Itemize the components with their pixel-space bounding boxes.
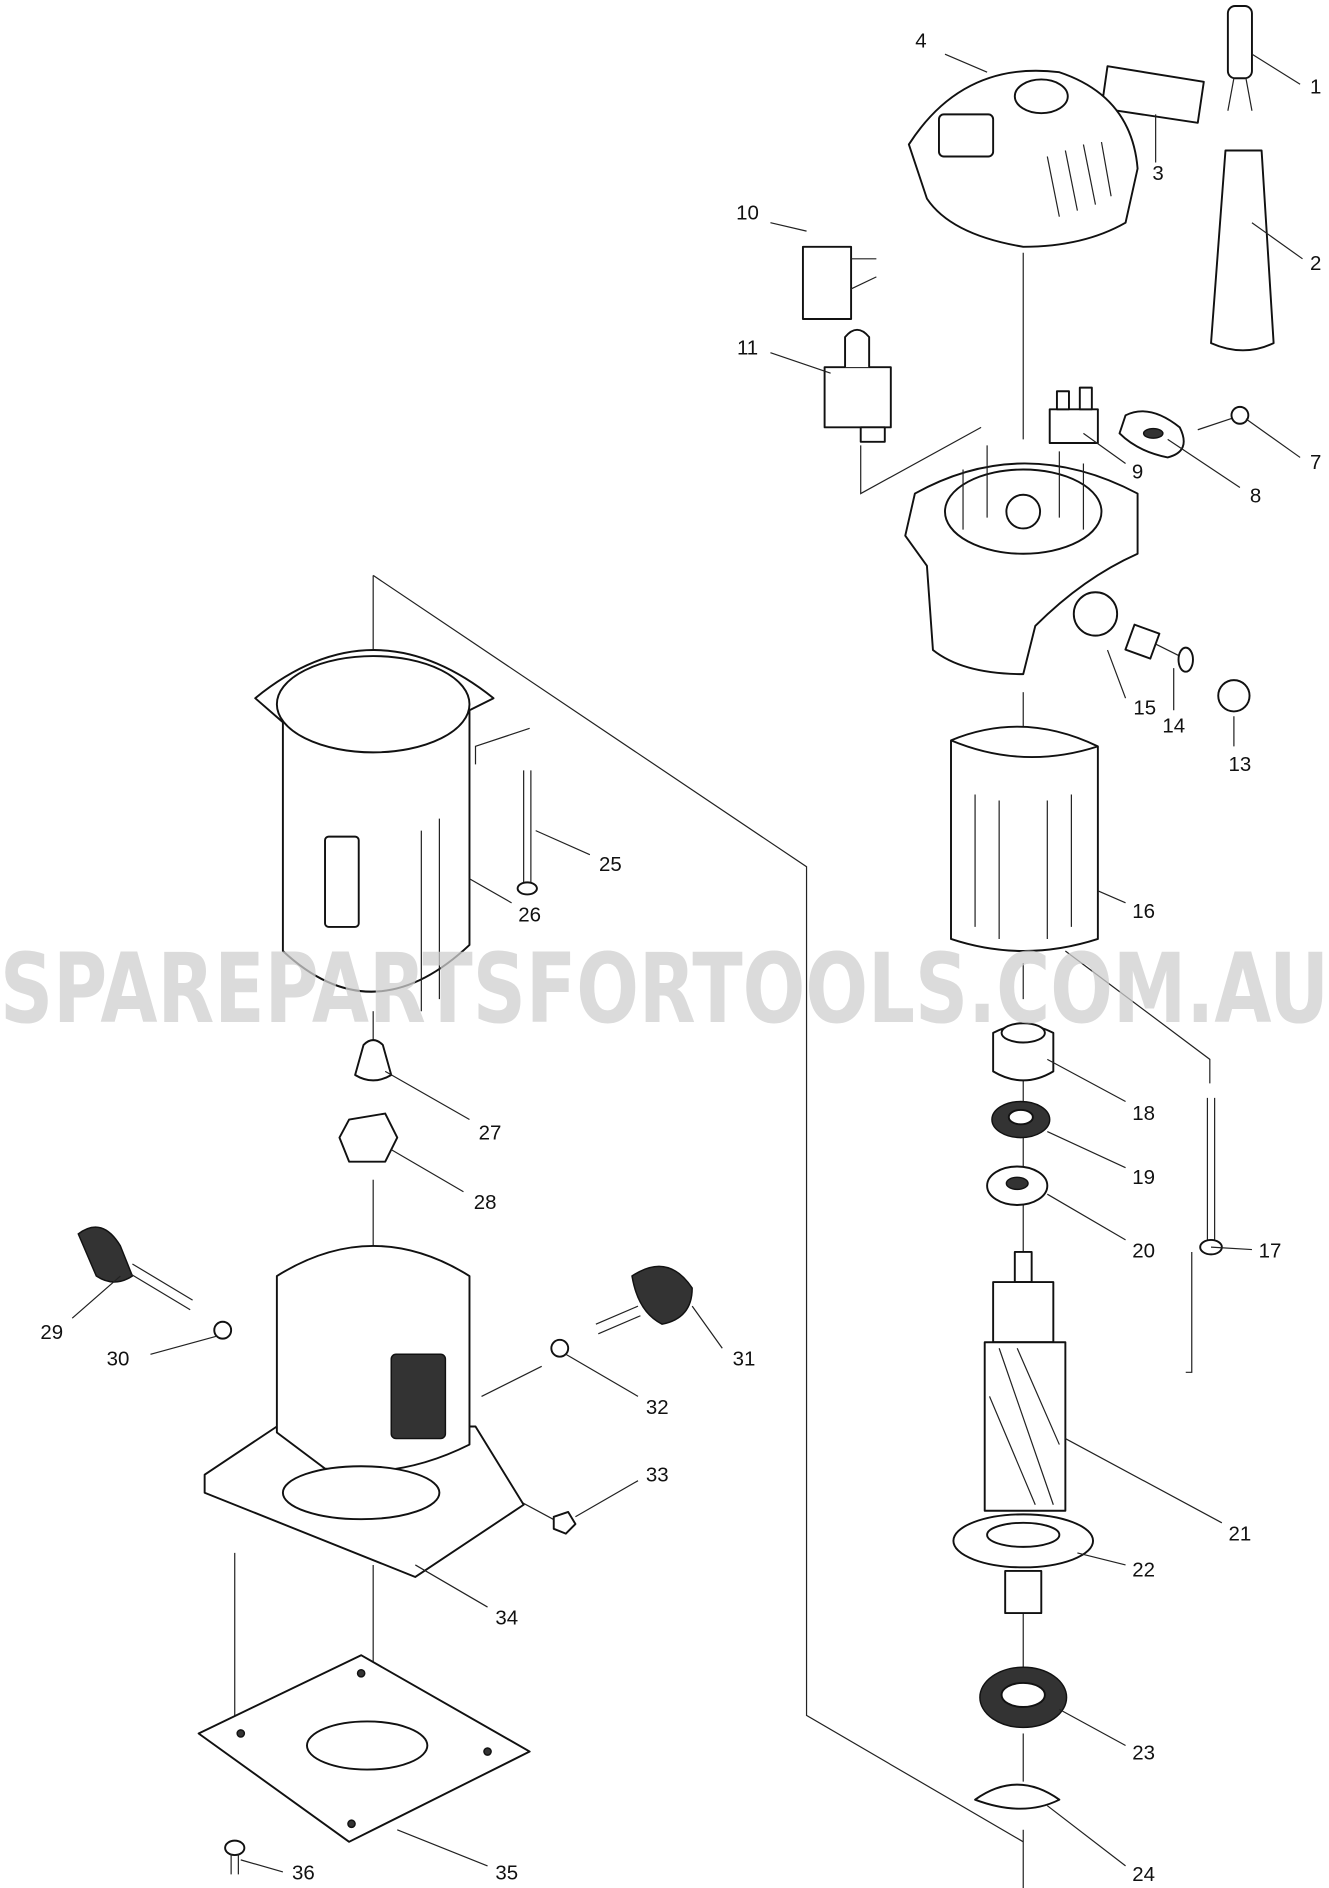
part-27-collet [354,1039,393,1082]
part-label-2[interactable]: 2 [1310,252,1321,275]
part-11-switch [823,328,892,443]
part-label-18[interactable]: 18 [1132,1102,1155,1125]
part-label-9[interactable]: 9 [1132,460,1143,483]
part-7-screw [1197,405,1250,431]
part-19-bearing [991,1100,1051,1139]
part-label-21[interactable]: 21 [1229,1522,1252,1545]
part-24-washer [974,1783,1061,1810]
part-29-knob [77,1226,193,1311]
part-label-10[interactable]: 10 [736,202,759,225]
part-label-33[interactable]: 33 [646,1463,669,1486]
part-22-fan [952,1513,1095,1569]
part-label-27[interactable]: 27 [479,1121,502,1144]
part-label-26[interactable]: 26 [518,903,541,926]
part-label-15[interactable]: 15 [1133,696,1156,719]
part-1-cord [1226,5,1253,111]
part-label-35[interactable]: 35 [495,1862,518,1885]
part-36-screw [224,1839,246,1875]
part-label-16[interactable]: 16 [1132,900,1155,923]
part-20-bearing-retainer [986,1165,1049,1206]
part-label-24[interactable]: 24 [1132,1863,1155,1886]
part-label-25[interactable]: 25 [599,853,622,876]
part-label-23[interactable]: 23 [1132,1741,1155,1764]
part-label-36[interactable]: 36 [292,1862,315,1885]
part-17-long-screw [1199,1097,1223,1256]
part-label-19[interactable]: 19 [1132,1166,1155,1189]
part-label-29[interactable]: 29 [40,1321,63,1344]
part-23-bearing [979,1666,1068,1729]
part-labels: 1 2 3 4 7 8 9 10 11 13 14 15 16 17 18 19… [40,30,1321,1886]
part-9-terminal [1048,386,1099,444]
part-label-30[interactable]: 30 [107,1348,130,1371]
part-33-nut [552,1511,577,1535]
part-34-base [203,1245,525,1578]
part-label-8[interactable]: 8 [1250,485,1261,508]
part-32-washer [550,1338,570,1358]
part-label-32[interactable]: 32 [646,1396,669,1419]
part-label-28[interactable]: 28 [474,1191,497,1214]
part-30-washer [213,1320,233,1340]
part-35-base-plate [197,1654,531,1843]
part-label-14[interactable]: 14 [1162,715,1185,738]
part-label-13[interactable]: 13 [1229,753,1252,776]
part-label-11[interactable]: 11 [737,337,758,360]
part-15-motor-housing [904,445,1139,676]
part-label-7[interactable]: 7 [1310,451,1321,474]
part-16-field [950,725,1099,952]
part-label-34[interactable]: 34 [495,1607,518,1630]
part-3-nameplate [1100,65,1205,124]
assembly-lines [234,252,1211,1888]
part-8-plate [1118,410,1185,459]
part-21-armature [983,1250,1067,1615]
part-label-22[interactable]: 22 [1132,1558,1155,1581]
part-label-31[interactable]: 31 [733,1348,756,1371]
part-label-20[interactable]: 20 [1132,1239,1155,1262]
part-label-1[interactable]: 1 [1310,75,1321,98]
part-10-capacitor [801,245,877,320]
part-4-rear-cover [907,69,1139,248]
part-label-4[interactable]: 4 [915,30,926,53]
part-18-baffle-ring [992,1022,1055,1082]
part-26-housing [254,649,495,1012]
part-28-nut [338,1112,399,1163]
part-label-3[interactable]: 3 [1152,162,1163,185]
part-25-screw [516,770,538,896]
part-label-17[interactable]: 17 [1259,1239,1282,1262]
part-31-thumb-screw [595,1265,693,1335]
part-2-cord-guard [1210,149,1275,352]
watermark: SPAREPARTSFORTOOLS.COM.AU [0,933,1329,1045]
leader-lines [71,53,1303,1873]
part-14-carbon-brush [1124,623,1194,673]
part-13-brush-cap [1217,679,1251,713]
